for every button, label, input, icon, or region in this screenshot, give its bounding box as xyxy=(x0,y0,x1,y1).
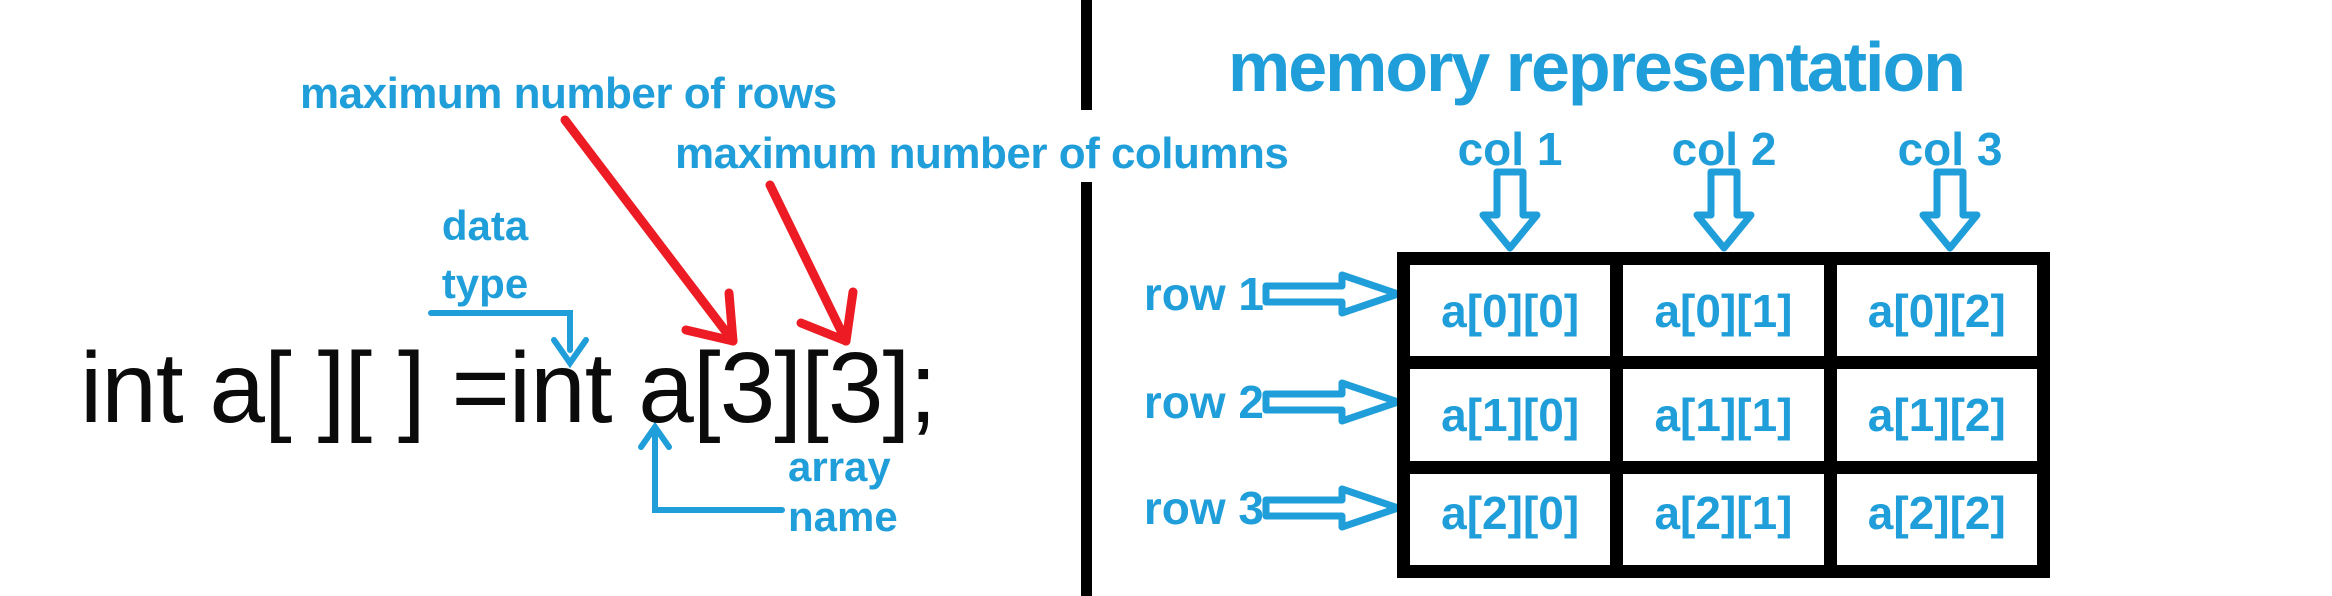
col-1-label: col 1 xyxy=(1457,123,1563,175)
grid-cell-0-2: a[0][2] xyxy=(1836,265,2037,357)
row-1-arrow-icon xyxy=(1262,271,1402,317)
memory-representation-title: memory representation xyxy=(1227,28,1966,106)
array-name-label-line1: array xyxy=(788,443,891,490)
row-2-label: row 2 xyxy=(1143,376,1264,428)
grid-cell-2-2: a[2][2] xyxy=(1836,473,2037,565)
col-2-label: col 2 xyxy=(1671,123,1777,175)
grid-cell-2-0: a[2][0] xyxy=(1410,473,1611,565)
grid-cell-0-0: a[0][0] xyxy=(1410,265,1611,357)
data-type-label-line2: type xyxy=(441,260,529,307)
row-3-arrow-icon xyxy=(1262,485,1402,531)
array-name-connector-arrow xyxy=(638,421,785,513)
col-2-arrow-icon xyxy=(1693,168,1755,252)
grid-cell-1-2: a[1][2] xyxy=(1836,369,2037,461)
grid-cell-1-0: a[1][0] xyxy=(1410,369,1611,461)
rows-annotation-arrow xyxy=(560,115,738,346)
row-3-label: row 3 xyxy=(1143,482,1264,534)
data-type-label-line1: data xyxy=(441,202,529,249)
rows-annotation-label: maximum number of rows xyxy=(300,69,837,118)
columns-annotation-arrow xyxy=(765,180,858,346)
col-1-arrow-icon xyxy=(1479,168,1541,252)
row-pointer-arrows xyxy=(1262,271,1402,531)
array-name-label-line2: name xyxy=(788,493,898,540)
data-type-connector-arrow xyxy=(428,310,589,369)
columns-annotation-label: maximum number of columns xyxy=(675,129,1289,178)
row-1-label: row 1 xyxy=(1143,268,1264,320)
grid-cell-1-1: a[1][1] xyxy=(1623,369,1824,461)
col-3-arrow-icon xyxy=(1919,168,1981,252)
panel-divider-top xyxy=(1081,0,1092,110)
grid-cell-0-1: a[0][1] xyxy=(1623,265,1824,357)
panel-divider-bottom xyxy=(1081,182,1092,596)
declaration-code: int a[ ][ ] =int a[3][3]; xyxy=(80,332,937,444)
col-pointer-arrows xyxy=(1479,168,1981,252)
grid-cell-2-1: a[2][1] xyxy=(1623,473,1824,565)
row-2-arrow-icon xyxy=(1262,379,1402,425)
col-3-label: col 3 xyxy=(1897,123,2003,175)
memory-grid: a[0][0] a[0][1] a[0][2] a[1][0] a[1][1] … xyxy=(1397,252,2050,578)
